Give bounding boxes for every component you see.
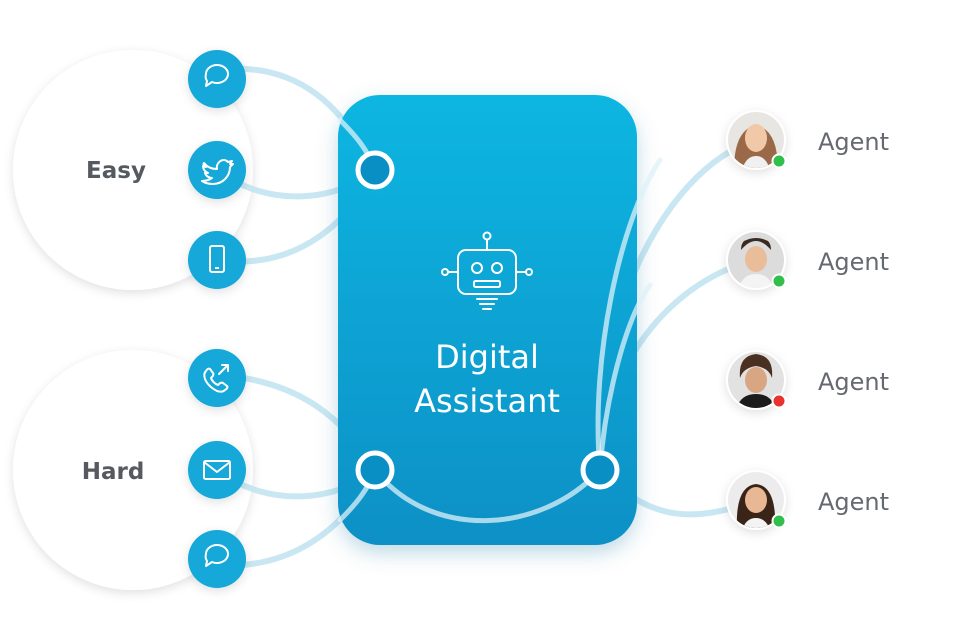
agent-3-label: Agent (818, 368, 889, 396)
twitter-bird-icon (201, 159, 234, 185)
chat-bubble-icon (204, 544, 229, 567)
channel-mobile (188, 231, 246, 289)
status-dot-online (771, 153, 787, 169)
connection-node (580, 450, 620, 490)
agent-2-label: Agent (818, 248, 889, 276)
agent-avatar (728, 232, 784, 288)
channel-phone-call (188, 349, 246, 407)
easy-group-label: Easy (86, 158, 146, 184)
assistant-title-line1: Digital (435, 338, 539, 376)
digital-assistant-card (338, 95, 637, 545)
phone-call-icon (203, 364, 229, 393)
agent-2: Agent (726, 230, 889, 290)
robot-icon (441, 231, 533, 310)
status-dot-busy (771, 393, 787, 409)
connection-node (355, 150, 395, 190)
agent-avatar (728, 352, 784, 408)
chat-bubble-icon (204, 64, 229, 87)
status-dot-online (771, 273, 787, 289)
channel-email (188, 441, 246, 499)
channel-twitter (188, 141, 246, 199)
agent-4-label: Agent (818, 488, 889, 516)
email-envelope-icon (203, 460, 231, 480)
status-dot-online (771, 513, 787, 529)
easy-group-circle (13, 50, 253, 290)
mobile-phone-icon (209, 245, 225, 273)
agent-1-label: Agent (818, 128, 889, 156)
agent-4: Agent (726, 470, 889, 530)
agent-1: Agent (726, 110, 889, 170)
hard-group-circle (13, 350, 253, 590)
card-internal-connectors (337, 117, 663, 524)
agent-3: Agent (726, 350, 889, 410)
channel-chat-hard (188, 530, 246, 588)
agent-avatar (728, 112, 784, 168)
hard-group-label: Hard (82, 459, 145, 485)
assistant-title-line2: Assistant (414, 382, 560, 420)
connection-node (355, 450, 395, 490)
channel-chat-easy (188, 50, 246, 108)
